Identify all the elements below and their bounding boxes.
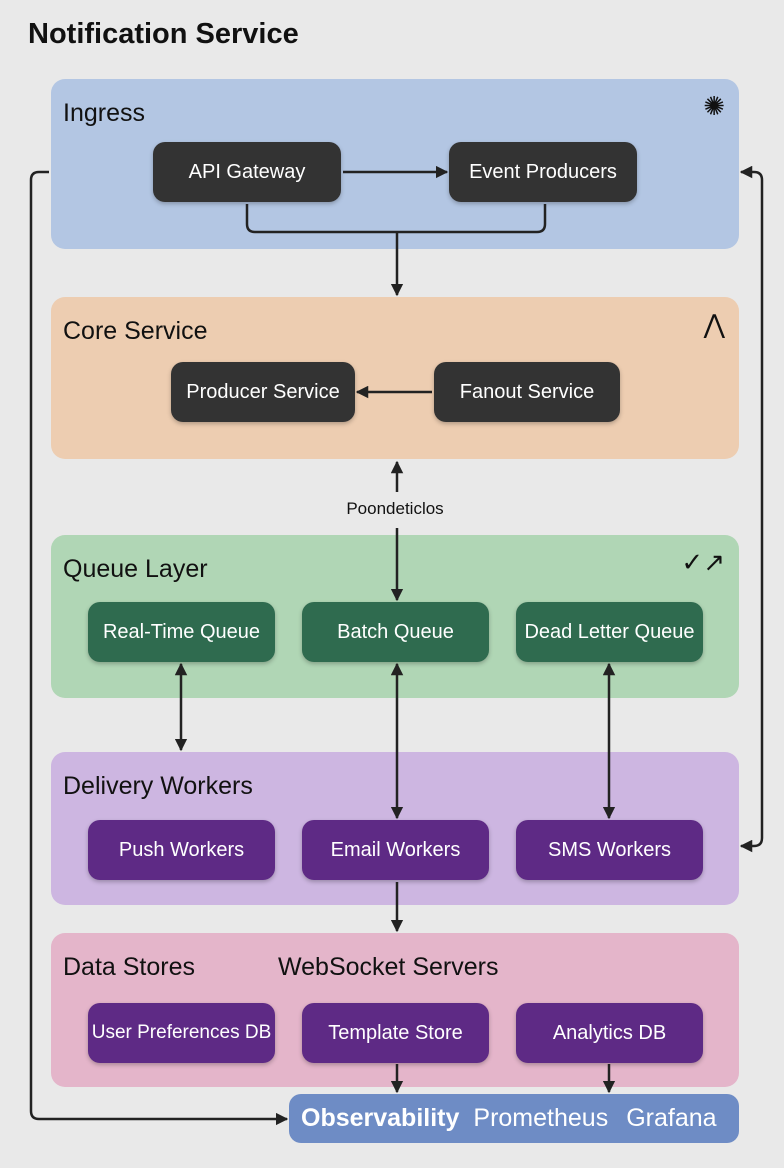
delivery-title: Delivery Workers <box>63 772 253 800</box>
producer-service-node[interactable]: Producer Service <box>171 362 355 422</box>
batch-queue-node[interactable]: Batch Queue <box>302 602 489 662</box>
real-time-queue-node[interactable]: Real-Time Queue <box>88 602 275 662</box>
template-store-node[interactable]: Template Store <box>302 1003 489 1063</box>
queue-title: Queue Layer <box>63 555 208 583</box>
event-producers-node[interactable]: Event Producers <box>449 142 637 202</box>
check-arrow-icon: ✓↗ <box>681 547 725 577</box>
user-preferences-db-node[interactable]: User Preferences DB <box>88 1003 275 1063</box>
sms-workers-node[interactable]: SMS Workers <box>516 820 703 880</box>
right-loop-arrow <box>739 165 764 853</box>
core-panel: Core Service ⋀ <box>51 297 739 459</box>
ingress-title: Ingress <box>63 99 145 127</box>
sparkle-icon: ✺ <box>703 91 725 121</box>
fanout-service-node[interactable]: Fanout Service <box>434 362 620 422</box>
grafana-item[interactable]: Grafana <box>626 1104 717 1132</box>
network-node-icon: ⋀ <box>703 309 725 339</box>
email-workers-node[interactable]: Email Workers <box>302 820 489 880</box>
api-gateway-node[interactable]: API Gateway <box>153 142 341 202</box>
websocket-servers-title: WebSocket Servers <box>278 953 499 981</box>
observability-title: Observability <box>301 1104 460 1132</box>
page-title: Notification Service <box>28 18 299 50</box>
analytics-db-node[interactable]: Analytics DB <box>516 1003 703 1063</box>
dead-letter-queue-node[interactable]: Dead Letter Queue <box>516 602 703 662</box>
push-workers-node[interactable]: Push Workers <box>88 820 275 880</box>
data-stores-title: Data Stores <box>63 953 196 981</box>
core-title: Core Service <box>63 317 208 345</box>
observability-bar: Observability Prometheus Grafana <box>289 1094 739 1143</box>
prometheus-item[interactable]: Prometheus <box>473 1104 609 1132</box>
connector-label: Poondeticlos <box>346 499 444 518</box>
